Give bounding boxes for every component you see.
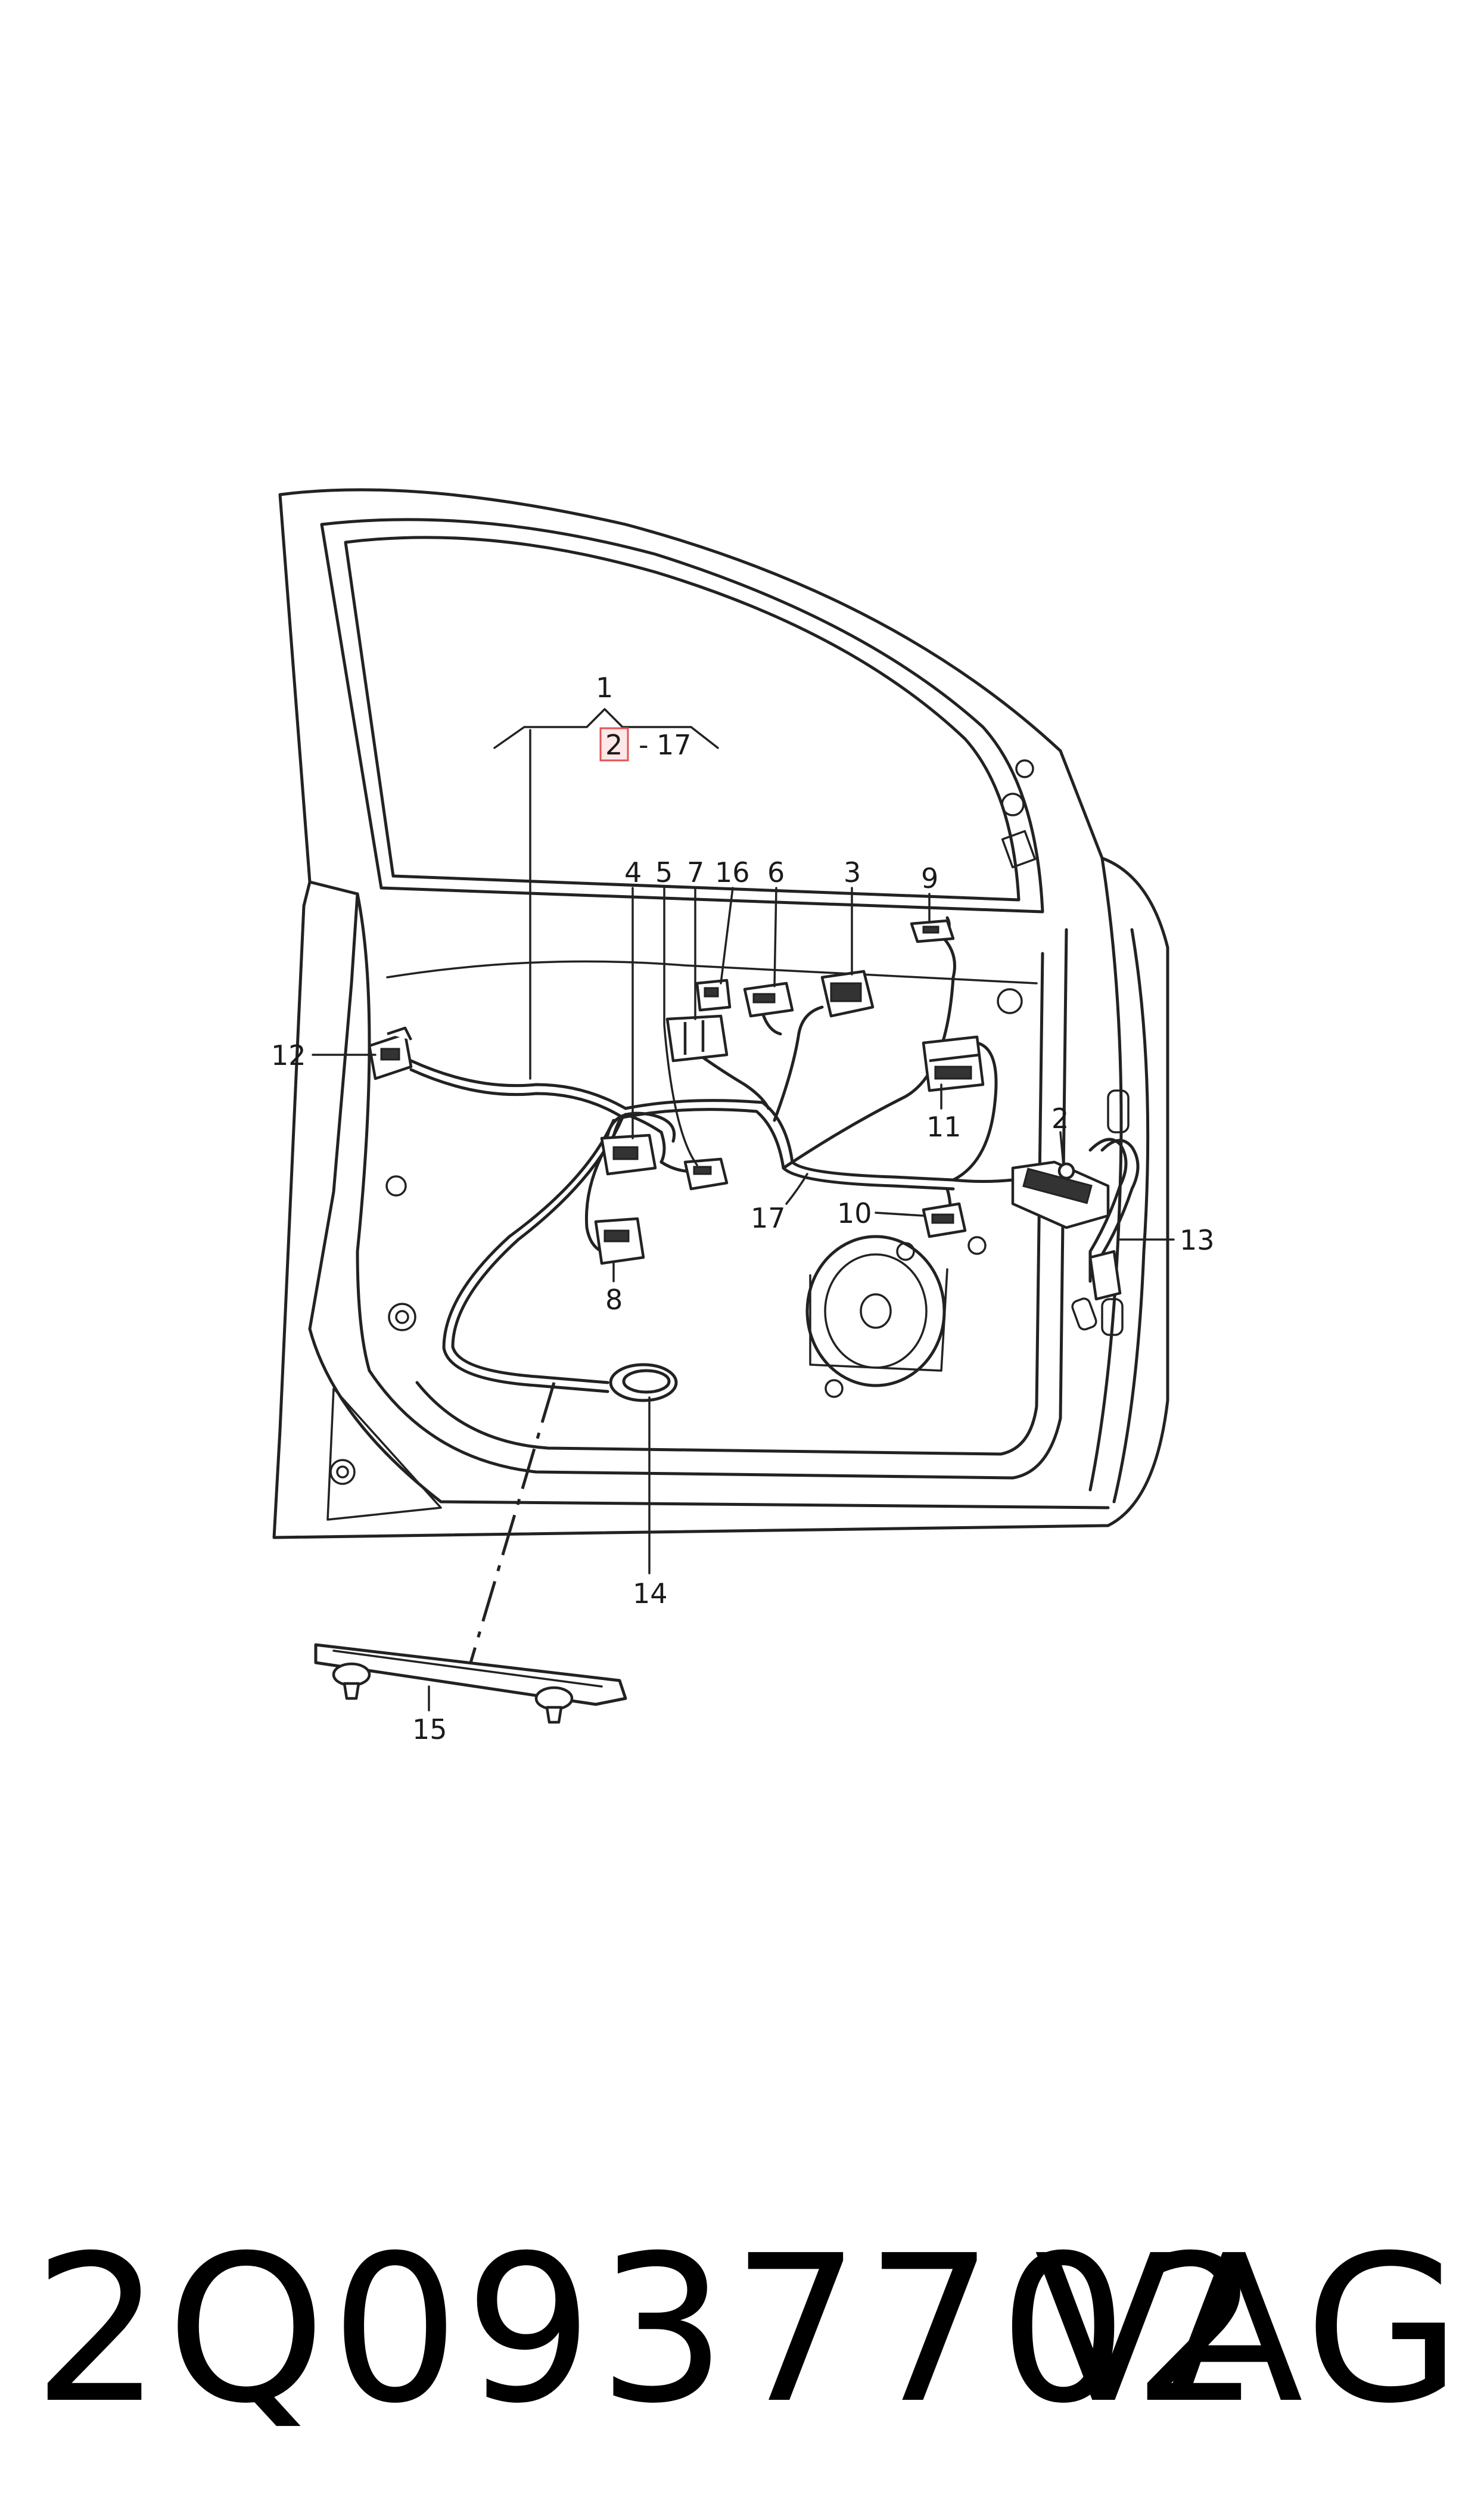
callout-range-start: 2 [605, 729, 623, 761]
connector-6 [743, 981, 794, 1018]
callout-10: 10 [837, 1197, 872, 1229]
part-number: 2Q0937702 [33, 2212, 1267, 2448]
connector-8 [594, 1217, 645, 1265]
callout-17: 17 [751, 1202, 786, 1234]
clip-left [332, 1662, 371, 1700]
connector-5 [683, 1157, 729, 1191]
callout-range-separator: - [639, 729, 649, 761]
callout-3: 3 [844, 856, 861, 889]
callout-12: 12 [271, 1039, 306, 1071]
connector-9 [910, 919, 955, 943]
callout-16: 16 [715, 856, 750, 889]
cable-harness [409, 916, 1140, 1402]
connector-12 [368, 1026, 413, 1080]
footer: 2Q0937702 VAG [0, 2205, 1484, 2455]
wiring-harness-diagram: 1 2 - 17 4 5 7 16 6 3 9 12 11 2 17 10 13… [271, 488, 1215, 1745]
connectors [368, 919, 1122, 1301]
callout-5: 5 [655, 856, 673, 889]
connector-7 [665, 1014, 729, 1063]
callout-7: 7 [687, 856, 704, 889]
brand-name: VAG [1034, 2212, 1466, 2448]
callout-4: 4 [624, 856, 642, 889]
callout-13: 13 [1180, 1224, 1215, 1256]
loudspeaker [805, 1235, 948, 1387]
connector-11 [922, 1035, 985, 1092]
callout-8: 8 [605, 1284, 623, 1316]
callout-6: 6 [767, 856, 785, 889]
callout-2-highlight-box [599, 727, 629, 762]
connector-2 [1011, 1160, 1110, 1229]
connector-13 [1088, 1250, 1122, 1301]
cable-channel-15 [314, 1382, 627, 1724]
callout-labels: 1 2 - 17 4 5 7 16 6 3 9 12 11 2 17 10 13… [271, 672, 1215, 1745]
leader-lines [312, 708, 1175, 1712]
connector-3 [820, 970, 875, 1018]
callout-9: 9 [921, 862, 938, 894]
door-frame [272, 488, 1169, 1539]
callout-2: 2 [1051, 1102, 1069, 1135]
callout-range-end: 17 [657, 729, 692, 761]
clip-right [534, 1686, 574, 1724]
connector-10 [922, 1202, 967, 1238]
callout-15: 15 [412, 1713, 447, 1745]
callout-1: 1 [596, 672, 613, 704]
callout-14: 14 [633, 1577, 668, 1610]
connector-16 [695, 979, 732, 1012]
connector-4 [600, 1133, 657, 1176]
callout-11: 11 [926, 1111, 962, 1143]
